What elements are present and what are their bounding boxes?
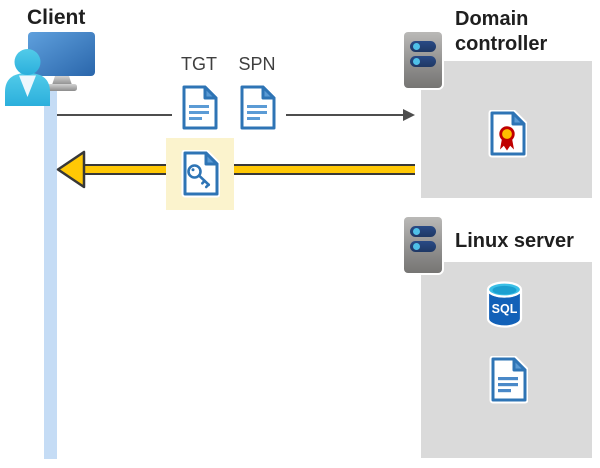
- spn-ticket-icon: [238, 84, 277, 132]
- key-ticket-icon: [181, 150, 220, 198]
- response-arrow-head: [56, 150, 86, 189]
- keytab-file-icon: [489, 356, 528, 404]
- server-slot: [410, 56, 436, 67]
- domain-controller-label: Domain controller: [455, 8, 548, 55]
- ribbon-icon: [499, 126, 515, 151]
- linux-server-icon: [404, 217, 442, 273]
- request-arrow-line: [57, 114, 172, 116]
- request-arrow-line: [286, 114, 404, 116]
- client-icon-group: [5, 32, 95, 106]
- tgt-label: TGT: [181, 54, 217, 74]
- client-user-icon: [5, 49, 50, 106]
- key-icon: [187, 164, 211, 189]
- linux-server-label: Linux server: [455, 230, 574, 252]
- certificate-icon: [488, 110, 527, 158]
- sql-database-icon: SQL: [486, 281, 523, 328]
- client-label: Client: [27, 6, 86, 29]
- client-monitor-icon: [28, 32, 95, 91]
- response-arrow-line: [76, 164, 415, 175]
- tgt-ticket-icon: [180, 84, 219, 132]
- spn-label: SPN: [238, 54, 276, 74]
- server-slot: [410, 241, 436, 252]
- sql-label: SQL: [492, 302, 518, 316]
- server-slot: [410, 226, 436, 237]
- domain-controller-server-icon: [404, 32, 442, 88]
- server-slot: [410, 41, 436, 52]
- client-lifeline-bar: [44, 91, 57, 459]
- request-arrow-head: [403, 109, 415, 121]
